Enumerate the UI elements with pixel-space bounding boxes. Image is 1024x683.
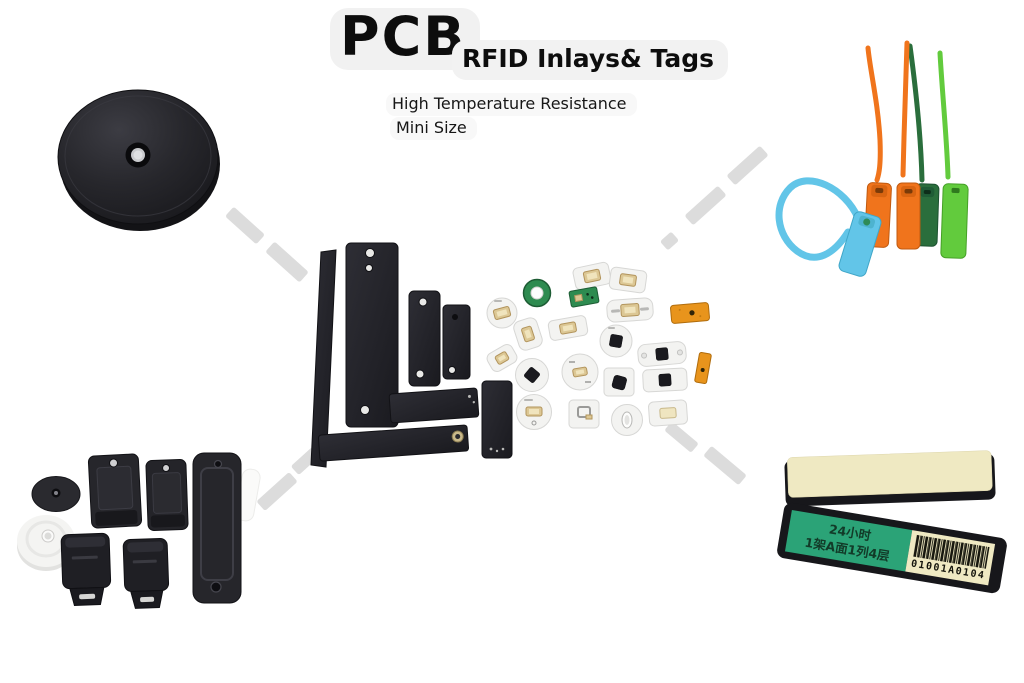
amber-flex-tag <box>670 302 710 324</box>
abs-anti-metal-tags-photo <box>17 452 261 609</box>
brand-title: PCB <box>330 8 481 70</box>
black-bar-long <box>317 424 470 462</box>
white-rect-inlay <box>608 266 648 294</box>
subtitle-high-temperature: High Temperature Resistance <box>386 93 637 116</box>
white-disc-inlay <box>486 297 518 329</box>
white-rect-black-chip <box>637 341 687 367</box>
white-rect-inlay <box>648 399 688 427</box>
shelf-label-tags-photo: 01001A0104 24小时 1架A面1列4层 <box>777 450 1007 594</box>
white-rect-inlay-leads <box>606 297 654 323</box>
mini-white-pcb-tags <box>486 261 712 436</box>
black-tag-vertical <box>481 380 513 459</box>
white-pill-inlay <box>486 344 518 372</box>
black-bar-horizontal <box>388 387 480 424</box>
white-disc-inlay <box>561 353 599 391</box>
white-rect-inlay <box>547 315 589 341</box>
green-label-area <box>784 509 913 572</box>
white-rect-inlay <box>572 261 612 291</box>
black-strip-medium <box>408 290 441 387</box>
shelf-tag-printed: 01001A0104 24小时 1架A面1列4层 <box>777 502 1007 594</box>
tie-seal-dot <box>863 218 871 226</box>
dashed-connector-segment <box>225 206 265 245</box>
black-disc-tag <box>57 89 220 231</box>
dashed-connector-segment <box>726 145 769 186</box>
black-mini-disc-tag <box>31 476 81 512</box>
barcode <box>912 534 990 569</box>
green-pcb-chip <box>568 286 600 308</box>
cable-tie-seal-tags-photo <box>775 40 969 277</box>
cable-tie-blue-looped <box>775 177 882 277</box>
cable-tie-orange-2 <box>896 40 921 250</box>
cable-tag-cube-2 <box>122 537 170 609</box>
black-strip-large <box>345 242 399 428</box>
abs-tag-vertical-2 <box>145 459 189 531</box>
white-disc-tag <box>17 515 75 571</box>
white-pill-inlay <box>513 317 543 351</box>
white-disc-black-chip <box>515 358 549 392</box>
black-round-disc-tag-photo <box>57 89 220 231</box>
white-square-staple <box>568 399 600 429</box>
label-line-1: 24小时 <box>828 521 873 543</box>
cable-tag-cube-1 <box>60 532 112 606</box>
shelf-tag-blank <box>784 450 996 507</box>
cable-tie-light-green <box>937 50 969 259</box>
abs-tag-vertical-1 <box>87 453 143 529</box>
amber-small-tag <box>694 352 712 384</box>
white-square-black-chip <box>603 367 635 397</box>
white-disc-inlay <box>516 394 552 430</box>
abs-tag-long <box>192 452 242 604</box>
white-disc-slot <box>611 404 643 436</box>
green-ring-pcb <box>522 278 552 308</box>
dashed-connector-segment <box>684 185 727 226</box>
dashed-connector-segment <box>265 241 309 283</box>
black-pcb-strips <box>310 242 513 468</box>
white-disc-black-chip <box>599 324 633 358</box>
white-rect-black-chip <box>642 367 688 393</box>
subtitle-mini-size: Mini Size <box>390 117 477 140</box>
black-strip-small <box>442 304 471 380</box>
pcb-inlays-assortment-photo <box>310 242 712 468</box>
page-title: RFID Inlays& Tags <box>452 40 729 80</box>
